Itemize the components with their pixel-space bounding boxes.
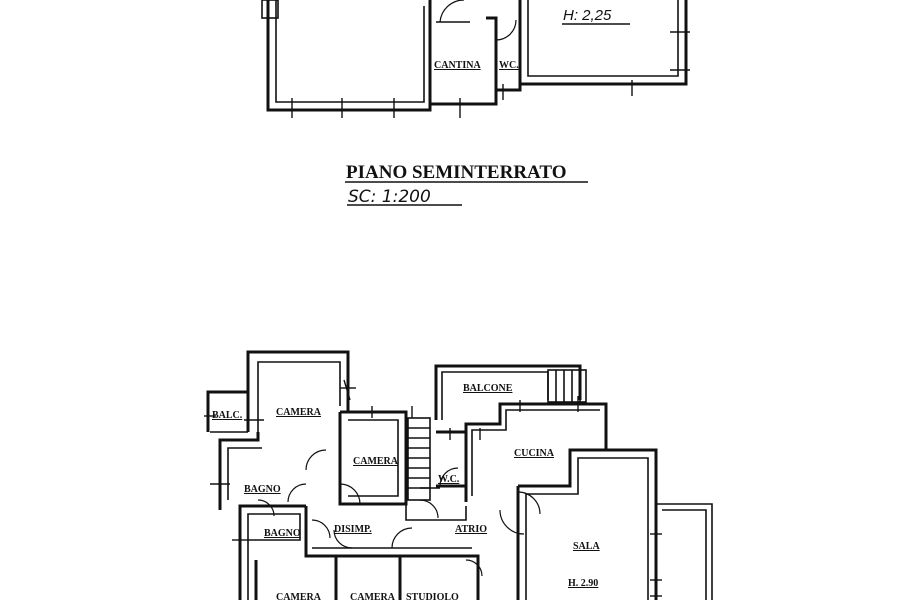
- basement-wall-right-inner: [527, 0, 679, 77]
- wall-balcone-inner: [441, 371, 549, 420]
- room-label-balcone: BALCONE: [463, 383, 513, 394]
- basement-window-ticks: [291, 31, 690, 118]
- wall-camera-mid-inner: [348, 419, 399, 497]
- basement-plan: CANTINA WC. H: 2,25: [261, 0, 690, 118]
- cantina-wall: [428, 6, 498, 106]
- basement-wall-left-inner: [275, 0, 425, 103]
- basement-height-note: H: 2,25: [563, 7, 612, 24]
- stair-run: [407, 417, 431, 501]
- wall-terrace: [656, 503, 713, 600]
- room-label-camera-top: CAMERA: [276, 407, 322, 418]
- wall-sala-inner: [525, 457, 649, 600]
- room-label-sala: SALA: [573, 541, 600, 552]
- wall-bagno-1: [218, 432, 260, 510]
- basement-wc-wall: [494, 0, 522, 92]
- basement-pier: [261, 0, 279, 19]
- basement-title: PIANO SEMINTERRATO: [346, 162, 566, 183]
- wall-bagno-1-inner: [227, 447, 262, 500]
- basement-door-2: [495, 19, 517, 41]
- basement-wall-left: [266, 0, 432, 112]
- wall-balc: [206, 390, 248, 432]
- room-label-cantina: CANTINA: [434, 60, 481, 71]
- room-label-camera-mid: CAMERA: [353, 456, 399, 467]
- wall-corridor: [304, 506, 480, 600]
- wall-wc: [436, 430, 468, 488]
- exterior-stairs: [547, 369, 587, 403]
- room-label-studiolo: STUDIOLO: [406, 592, 459, 600]
- wall-cucina-inner: [471, 409, 600, 496]
- room-label-disimp: DISIMP.: [334, 524, 372, 535]
- wall-cucina: [464, 402, 608, 502]
- basement-wall-right: [518, 0, 688, 86]
- basement-scale: SC: 1:200: [348, 187, 431, 207]
- wall-camera-top-inner: [257, 361, 341, 432]
- room-label-atrio: ATRIO: [455, 524, 487, 535]
- ground-floor-window-ticks: [204, 379, 662, 597]
- wall-bagno-2-inner: [247, 513, 301, 600]
- wall-sala-right: [570, 448, 658, 600]
- basement-door-1: [439, 0, 465, 23]
- room-label-basement-wc: WC.: [499, 60, 519, 71]
- room-label-balc: BALC.: [212, 410, 243, 421]
- ground-floor-plan: BALC. CAMERA CAMERA BALCONE CUCINA BAGNO…: [204, 350, 713, 600]
- room-label-camera-bm: CAMERA: [350, 592, 396, 600]
- room-label-bagno-1: BAGNO: [244, 484, 281, 495]
- room-label-bagno-2: BAGNO: [264, 528, 301, 539]
- room-label-wc: W.C.: [438, 474, 460, 485]
- room-label-camera-bl: CAMERA: [276, 592, 322, 600]
- room-label-sala-height: H. 2.90: [568, 578, 598, 589]
- wall-atrio: [405, 504, 467, 521]
- room-label-cucina: CUCINA: [514, 448, 555, 459]
- ground-floor-doors: [257, 449, 541, 577]
- wall-terrace-inner: [662, 509, 707, 600]
- wall-bagno-2: [238, 504, 306, 600]
